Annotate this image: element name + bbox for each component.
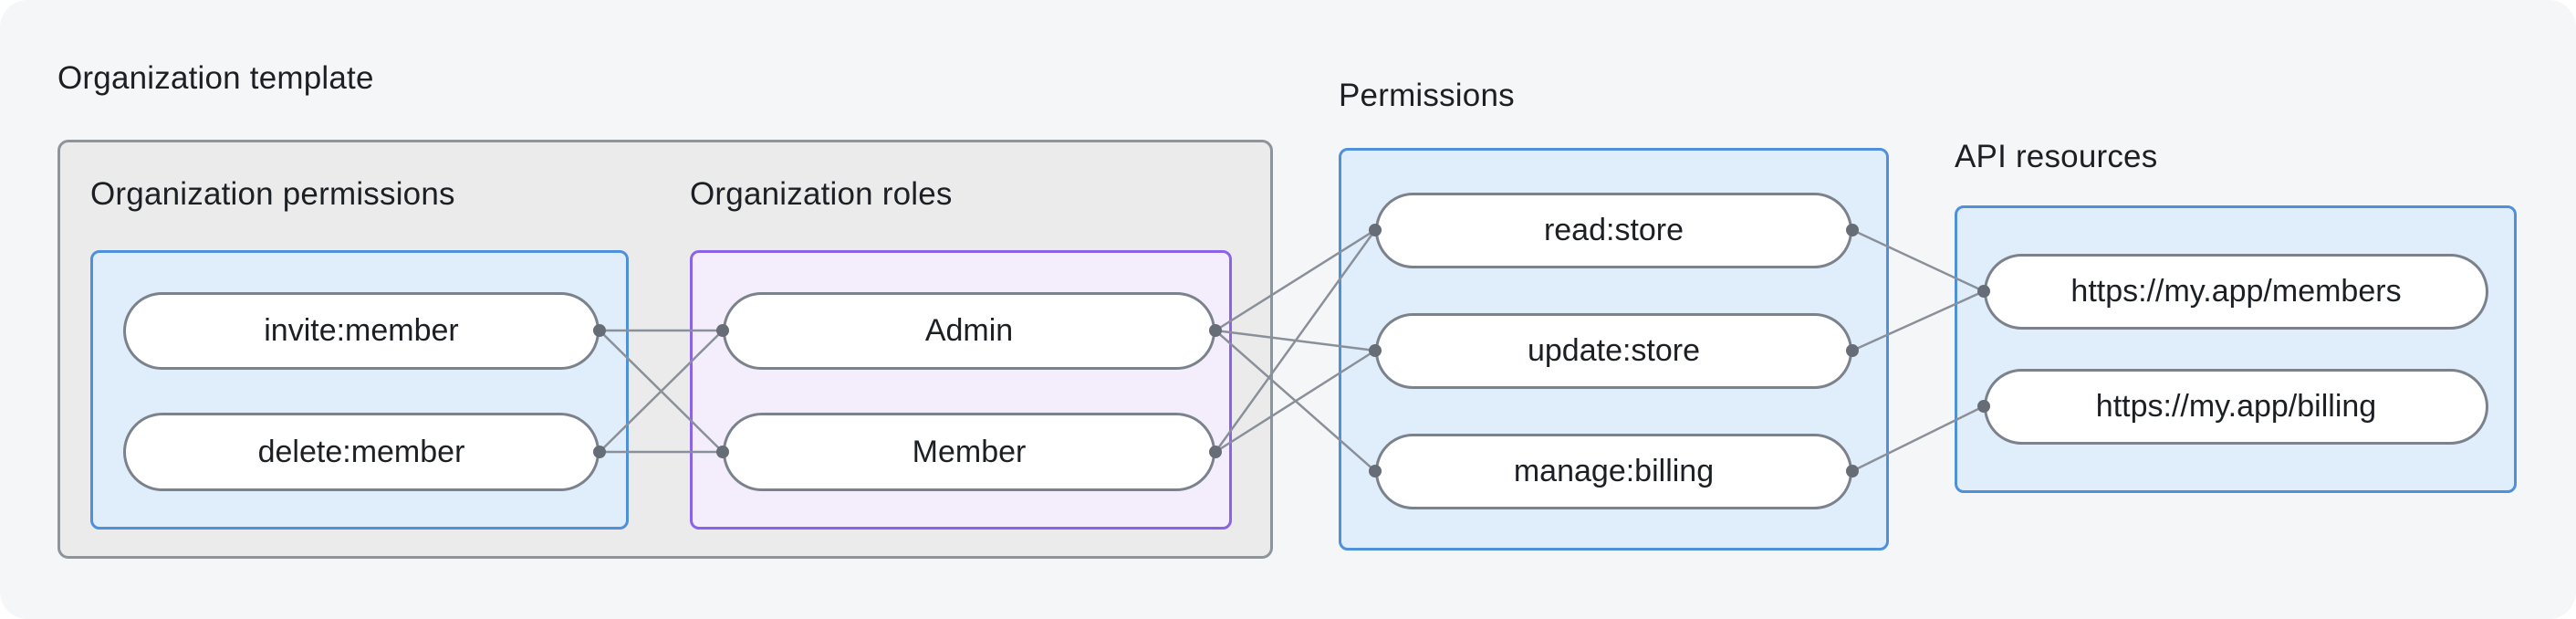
node-delete-member: delete:member (123, 413, 600, 491)
node-member-role: Member (723, 413, 1215, 491)
node-admin-role: Admin (723, 292, 1215, 370)
permissions-label: Permissions (1339, 78, 1515, 113)
api-resources-box (1955, 205, 2517, 493)
node-api-billing-url: https://my.app/billing (1984, 369, 2488, 445)
organization-permissions-label: Organization permissions (90, 176, 455, 212)
organization-roles-label: Organization roles (690, 176, 953, 212)
api-resources-label: API resources (1955, 139, 2158, 174)
organization-template-label: Organization template (57, 60, 374, 96)
node-invite-member: invite:member (123, 292, 600, 370)
node-manage-billing: manage:billing (1375, 434, 1852, 509)
node-update-store: update:store (1375, 313, 1852, 389)
node-api-members-url: https://my.app/members (1984, 254, 2488, 330)
node-read-store: read:store (1375, 193, 1852, 268)
